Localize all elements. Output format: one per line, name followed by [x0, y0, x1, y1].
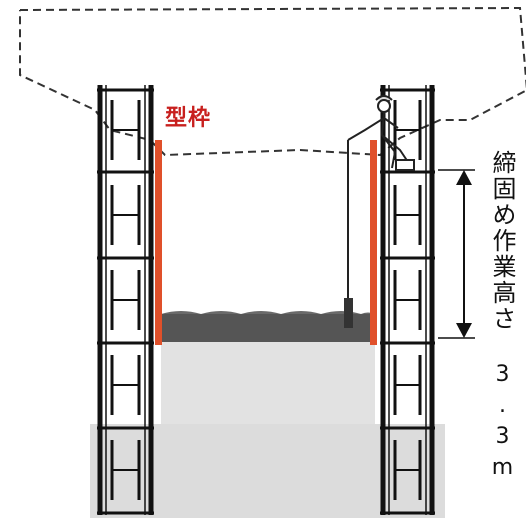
base-footing	[90, 424, 445, 518]
formwork-right	[370, 140, 377, 345]
left-scaffold	[97, 85, 154, 515]
work-height-label: 締固め作業高さ 3.3m	[484, 150, 520, 486]
girder-outline	[19, 6, 526, 157]
pier-block	[161, 340, 375, 424]
work-height-value: 3.3m	[490, 362, 515, 486]
formwork-label: 型枠	[165, 106, 212, 131]
concrete-surface-bumps	[161, 311, 375, 314]
vibrator-icon	[344, 140, 353, 328]
formwork-left	[155, 140, 162, 345]
dimension-arrow-icon	[438, 169, 475, 339]
worker-figure-icon	[347, 95, 415, 171]
fresh-concrete-layer	[161, 314, 375, 342]
right-scaffold	[380, 85, 435, 515]
work-height-title: 締固め作業高さ	[488, 150, 516, 332]
